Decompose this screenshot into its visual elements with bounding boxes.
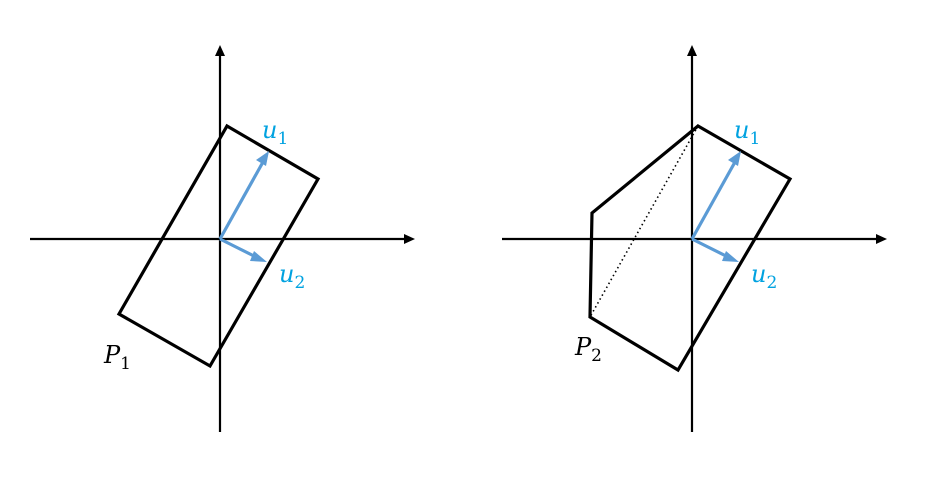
vector-u2 [219,237,257,259]
vector-u1-arrowhead [728,151,741,166]
panel-left: u1 u2 P1 [30,45,415,432]
vector-u2-arrowhead [722,251,739,262]
label-p1: P1 [103,341,131,374]
vector-u1 [218,161,265,240]
x-axis-arrowhead [404,234,415,244]
panel-right: u1 u2 P2 [502,45,887,432]
y-axis-arrowhead [687,45,697,56]
label-u1: u1 [262,116,288,149]
label-p2: P2 [574,333,602,366]
label-u2: u2 [751,260,777,293]
y-axis-arrowhead [215,45,225,56]
x-axis-arrowhead [876,234,887,244]
vector-u1 [690,161,737,240]
vector-u2-arrowhead [250,251,267,262]
polygon-p2 [588,124,793,373]
polygon-p1 [116,123,321,369]
label-u1: u1 [734,116,760,149]
dotted-diagonal [589,125,699,318]
vector-u1-arrowhead [256,151,269,166]
vector-u2 [691,237,729,259]
label-u2: u2 [279,260,305,293]
